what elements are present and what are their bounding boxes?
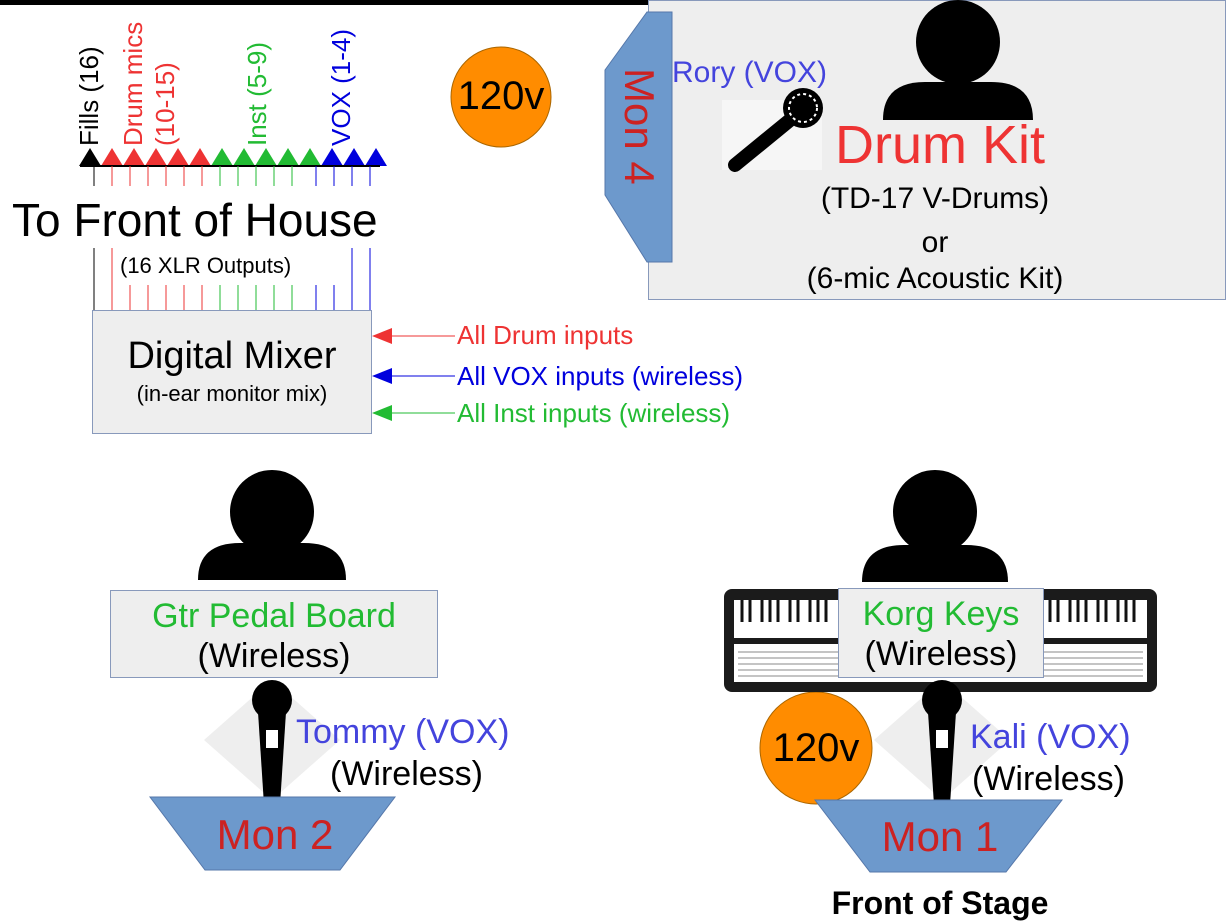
kali-mic-icon [922,680,962,805]
mixer-title: Digital Mixer [127,335,337,377]
gtr-pedal-wireless: (Wireless) [197,637,351,675]
drum-kit-line2: or [921,226,949,259]
input-drum-label: All Drum inputs [457,320,634,350]
power-label-top: 120v [457,74,545,118]
input-inst-label: All Inst inputs (wireless) [457,398,731,428]
channel-triangles [79,148,387,166]
digital-mixer: Digital Mixer (in-ear monitor mix) [92,310,372,434]
mon2-wedge [148,796,397,871]
channel-label-vox: VOX (1-4) [326,28,356,146]
front-of-stage-label: Front of Stage [831,885,1049,921]
input-vox-label: All VOX inputs (wireless) [457,361,744,391]
top-border [0,0,1226,5]
foh-title: To Front of House [12,194,378,246]
rory-vox-label: Rory (VOX) [672,56,828,89]
mon1-label: Mon 1 [881,813,999,860]
input-arrows [372,328,455,421]
mixer-subtitle: (in-ear monitor mix) [136,381,328,406]
mon2-label: Mon 2 [216,811,334,858]
tommy-wireless: (Wireless) [330,755,483,793]
mon4-label: Mon 4 [616,68,663,185]
korg-keys-box: Korg Keys (Wireless) [838,588,1044,678]
keyboard-keys [740,600,1136,622]
channel-label-drum-mics-1: Drum mics [118,21,148,146]
keys-person-icon [862,470,1008,582]
drum-kit-line3: (6-mic Acoustic Kit) [806,262,1064,295]
channel-label-fills: Fills (16) [74,46,104,146]
channel-label-inst: Inst (5-9) [242,41,272,146]
kali-vox-label: Kali (VOX) [970,718,1131,756]
guitarist-person-icon [198,470,346,580]
gtr-pedal-board-label: Gtr Pedal Board [152,597,396,635]
korg-keys-label: Korg Keys [862,595,1020,633]
rory-mic-icon [722,88,823,172]
tommy-vox-label: Tommy (VOX) [296,713,510,751]
drum-kit-title: Drum Kit [834,115,1045,175]
mon1-wedge [813,799,1064,873]
mon4-wedge [604,11,673,263]
kali-wireless: (Wireless) [972,760,1125,798]
tommy-mic-icon [252,680,292,805]
power-outlet-top [450,46,552,148]
channel-stubs [93,166,371,186]
power-label-bottom: 120v [772,726,860,770]
gtr-pedal-board: Gtr Pedal Board (Wireless) [110,590,438,678]
xlr-lines [93,248,371,310]
korg-keys-wireless: (Wireless) [864,635,1018,673]
drum-kit-line1: (TD-17 V-Drums) [820,182,1050,215]
drummer-person-icon [883,0,1033,120]
channel-label-drum-mics-2: (10-15) [150,62,180,146]
foh-outputs: (16 XLR Outputs) [120,253,292,278]
